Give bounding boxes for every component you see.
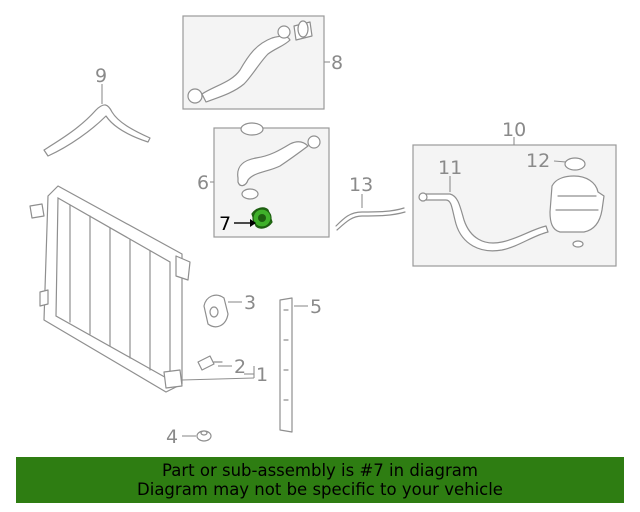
box-upper-hose	[182, 15, 325, 110]
part-7-clamp-highlighted[interactable]	[251, 207, 273, 229]
info-banner: Part or sub-assembly is #7 in diagram Di…	[16, 457, 624, 503]
part-bracket	[203, 294, 229, 328]
box-lower-hose	[213, 122, 330, 238]
callout-3: 3	[244, 292, 256, 314]
callout-7: 7	[219, 213, 231, 235]
callout-5: 5	[310, 296, 322, 318]
callout-13: 13	[349, 174, 373, 196]
part-radiator	[29, 185, 191, 393]
callout-10: 10	[502, 119, 526, 141]
callout-8: 8	[331, 52, 343, 74]
callout-4: 4	[166, 426, 178, 448]
callout-1: 1	[256, 364, 268, 386]
part-seal-strip	[279, 297, 293, 433]
callout-11: 11	[438, 157, 462, 179]
part-small-hose	[335, 207, 406, 231]
callout-6: 6	[197, 172, 209, 194]
banner-line-1: Part or sub-assembly is #7 in diagram	[162, 461, 478, 480]
callout-9: 9	[95, 65, 107, 87]
callout-12: 12	[526, 150, 550, 172]
box-coolant-reservoir	[412, 144, 617, 267]
banner-line-2: Diagram may not be specific to your vehi…	[137, 480, 503, 499]
part-bypass-tube	[43, 104, 151, 157]
part-drain-plug	[197, 355, 223, 371]
callout-2: 2	[234, 356, 246, 378]
part-grommet	[196, 430, 212, 442]
parts-diagram: 8 9 6 7 13 10	[29, 15, 617, 448]
